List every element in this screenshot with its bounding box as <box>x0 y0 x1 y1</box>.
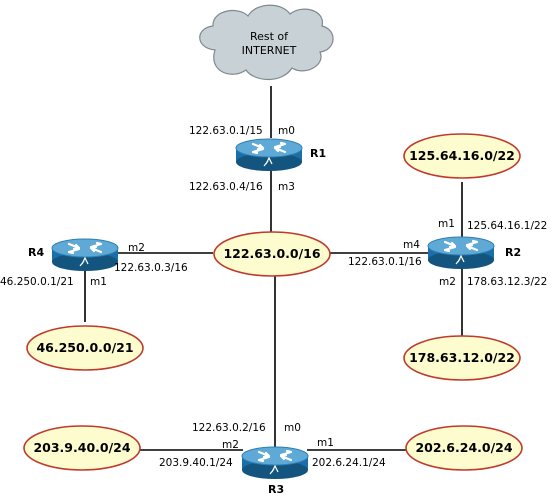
r4-m2-label: m2 <box>128 242 145 254</box>
links <box>84 86 463 451</box>
network-r3-left-label: 203.9.40.0/24 <box>33 440 130 455</box>
r2-m1-ip: 125.64.16.1/22 <box>467 220 547 232</box>
router-r2-icon <box>426 235 496 271</box>
r3-m1-ip: 202.6.24.1/24 <box>312 457 386 469</box>
r3-m2-ip: 203.9.40.1/24 <box>159 457 233 469</box>
r3-m1-label: m1 <box>317 437 334 449</box>
cloud-label-line2: INTERNET <box>242 44 297 57</box>
router-r2-name: R2 <box>505 246 521 259</box>
network-r3-right-label: 202.6.24.0/24 <box>415 440 512 455</box>
cloud-label-line1: Rest of <box>250 30 289 43</box>
network-r4-bottom: 46.250.0.0/21 <box>26 325 144 371</box>
r2-m2-label: m2 <box>439 276 456 288</box>
r4-m1-label: m1 <box>90 276 107 288</box>
network-r4-bottom-label: 46.250.0.0/21 <box>36 340 133 355</box>
r2-m4-label: m4 <box>403 239 420 251</box>
r4-m2-ip: 122.63.0.3/16 <box>114 262 188 274</box>
r1-m0-ip: 122.63.0.1/15 <box>189 125 263 137</box>
r3-m0-label: m0 <box>284 422 301 434</box>
r1-m3-ip: 122.63.0.4/16 <box>189 181 263 193</box>
network-r3-left: 203.9.40.0/24 <box>23 425 141 471</box>
router-r1-name: R1 <box>310 147 326 160</box>
network-r2-top: 125.64.16.0/22 <box>403 133 521 179</box>
internet-cloud-icon: Rest of INTERNET <box>199 4 334 81</box>
r1-m3-label: m3 <box>278 181 295 193</box>
network-r2-bottom-label: 178.63.12.0/22 <box>409 350 515 365</box>
router-r1-icon <box>234 137 304 173</box>
r2-m2-ip: 178.63.12.3/22 <box>467 276 547 288</box>
network-core-label: 122.63.0.0/16 <box>223 246 320 261</box>
r4-m1-ip: 46.250.0.1/21 <box>0 276 74 288</box>
router-r4-name: R4 <box>28 246 44 259</box>
network-r2-top-label: 125.64.16.0/22 <box>409 148 515 163</box>
r2-m1-label: m1 <box>438 218 455 230</box>
router-r3-name: R3 <box>268 483 284 496</box>
r3-m0-ip: 122.63.0.2/16 <box>192 422 266 434</box>
r3-m2-label: m2 <box>222 439 239 451</box>
r2-m4-ip: 122.63.0.1/16 <box>348 256 422 268</box>
network-core: 122.63.0.0/16 <box>213 231 331 277</box>
network-r3-right: 202.6.24.0/24 <box>405 425 523 471</box>
router-r4-icon <box>50 237 120 273</box>
r1-m0-label: m0 <box>278 125 295 137</box>
network-r2-bottom: 178.63.12.0/22 <box>403 335 521 381</box>
router-r3-icon <box>240 445 310 481</box>
